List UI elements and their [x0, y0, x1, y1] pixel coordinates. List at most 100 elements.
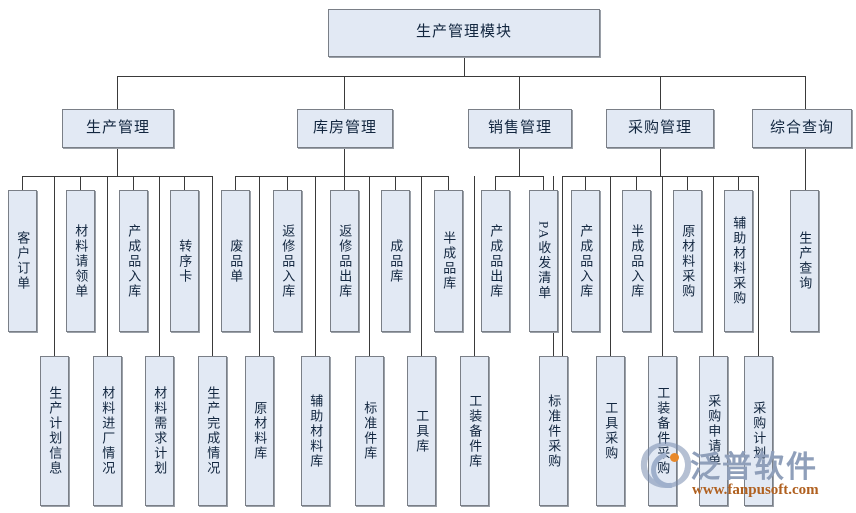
connector-wh-l1 [259, 176, 260, 356]
leaf-purchasing-tool-purchase[interactable]: 工具采购 [596, 356, 625, 506]
connector-wh-l4 [421, 176, 422, 356]
leaf-warehouse-finished-store[interactable]: 成品库 [381, 190, 410, 332]
leaf-label: 产成品入库 [578, 223, 594, 299]
connector-wh-l5 [474, 176, 475, 356]
leaf-purchasing-plan[interactable]: 采购计划 [744, 356, 773, 506]
leaf-label: 采购申请单 [706, 393, 722, 469]
leaf-label: 工装备件采购 [655, 386, 671, 476]
leaf-label: 客户订单 [15, 231, 31, 291]
connector-production-bus [22, 176, 212, 177]
connector-to-warehouse [344, 76, 345, 109]
leaf-warehouse-rework-out[interactable]: 返修品出库 [330, 190, 359, 332]
leaf-purchasing-request-form[interactable]: 采购申请单 [699, 356, 728, 506]
connector-pur-u2 [636, 176, 637, 190]
branch-label-purchasing: 采购管理 [627, 119, 692, 136]
connector-to-query [805, 76, 806, 109]
leaf-warehouse-tooling-spare-store[interactable]: 工装备件库 [460, 356, 489, 506]
leaf-warehouse-aux-material-store[interactable]: 辅助材料库 [301, 356, 330, 506]
root-node-label: 生产管理模块 [415, 24, 512, 41]
connector-query-stem [805, 148, 806, 190]
branch-node-warehouse[interactable]: 库房管理 [297, 109, 393, 148]
branch-label-production: 生产管理 [85, 119, 150, 136]
leaf-label: 生产查询 [797, 231, 813, 291]
leaf-production-material-demand-plan[interactable]: 材料需求计划 [145, 356, 174, 506]
leaf-warehouse-tool-store[interactable]: 工具库 [407, 356, 436, 506]
connector-pur-u1 [585, 176, 586, 190]
connector-pur-u3 [687, 176, 688, 190]
connector-purchasing-bus [562, 176, 758, 177]
connector-sales-u1 [495, 176, 496, 190]
connector-sales-u2 [543, 176, 544, 190]
leaf-query-production-query[interactable]: 生产查询 [790, 190, 819, 332]
leaf-warehouse-semi-finished-store[interactable]: 半成品库 [434, 190, 463, 332]
connector-pur-l3 [713, 176, 714, 356]
leaf-label: 半成品入库 [629, 223, 645, 299]
branch-label-query: 综合查询 [769, 119, 834, 136]
leaf-label: PA收发清单 [536, 221, 552, 301]
leaf-label: 原材料库 [252, 401, 268, 461]
leaf-label: 半成品库 [441, 231, 457, 291]
leaf-warehouse-raw-material-store[interactable]: 原材料库 [245, 356, 274, 506]
leaf-label: 工装备件库 [467, 393, 483, 469]
branch-label-sales: 销售管理 [487, 119, 552, 136]
connector-wh-u2 [287, 176, 288, 190]
connector-sales-bus [495, 176, 543, 177]
branch-node-query[interactable]: 综合查询 [752, 109, 852, 148]
leaf-label: 标准件库 [362, 401, 378, 461]
root-node-production-module[interactable]: 生产管理模块 [328, 9, 600, 57]
branch-node-purchasing[interactable]: 采购管理 [606, 109, 714, 148]
connector-prod-l2 [107, 176, 108, 356]
leaf-purchasing-aux-material-purchase[interactable]: 辅助材料采购 [724, 190, 753, 332]
leaf-purchasing-raw-material-purchase[interactable]: 原材料采购 [673, 190, 702, 332]
connector-warehouse-bus [235, 176, 448, 177]
leaf-label: 生产计划信息 [47, 386, 63, 476]
leaf-production-completion-status[interactable]: 生产完成情况 [198, 356, 227, 506]
leaf-warehouse-scrap-note[interactable]: 废品单 [221, 190, 250, 332]
connector-wh-u1 [235, 176, 236, 190]
connector-prod-u2 [80, 176, 81, 190]
leaf-label: 废品单 [228, 238, 244, 284]
leaf-sales-standard-parts-purchase[interactable]: 标准件采购 [539, 356, 568, 506]
leaf-purchasing-tooling-spare-purchase[interactable]: 工装备件采购 [648, 356, 677, 506]
connector-prod-u4 [184, 176, 185, 190]
leaf-label: 返修品出库 [337, 223, 353, 299]
leaf-label: 辅助材料库 [308, 393, 324, 469]
leaf-purchasing-finished-goods-in[interactable]: 产成品入库 [571, 190, 600, 332]
leaf-sales-pa-delivery-list[interactable]: PA收发清单 [529, 190, 558, 332]
leaf-label: 产成品出库 [488, 223, 504, 299]
connector-warehouse-stem [344, 148, 345, 176]
connector-wh-l2 [315, 176, 316, 356]
connector-level1-bus [117, 76, 805, 77]
connector-to-production [117, 76, 118, 109]
connector-wh-u5 [448, 176, 449, 190]
connector-prod-l4 [212, 176, 213, 356]
connector-prod-l1 [54, 176, 55, 356]
leaf-warehouse-standard-parts-store[interactable]: 标准件库 [355, 356, 384, 506]
connector-sales-stem [519, 148, 520, 176]
leaf-label: 原材料采购 [680, 223, 696, 299]
connector-pur-l4 [758, 176, 759, 356]
connector-root-down [464, 57, 465, 76]
leaf-label: 产成品入库 [126, 223, 142, 299]
leaf-label: 材料需求计划 [152, 386, 168, 476]
leaf-warehouse-rework-in[interactable]: 返修品入库 [273, 190, 302, 332]
connector-prod-u3 [133, 176, 134, 190]
branch-node-sales[interactable]: 销售管理 [468, 109, 572, 148]
leaf-sales-finished-goods-out[interactable]: 产成品出库 [481, 190, 510, 332]
leaf-production-finished-goods-in[interactable]: 产成品入库 [119, 190, 148, 332]
leaf-production-transfer-card[interactable]: 转序卡 [170, 190, 199, 332]
branch-node-production[interactable]: 生产管理 [62, 109, 174, 148]
connector-pur-l0 [562, 176, 563, 356]
connector-to-purchasing [660, 76, 661, 109]
connector-prod-l3 [159, 176, 160, 356]
leaf-purchasing-semi-finished-in[interactable]: 半成品入库 [622, 190, 651, 332]
leaf-production-material-arrival[interactable]: 材料进厂情况 [93, 356, 122, 506]
leaf-label: 工具库 [414, 408, 430, 454]
leaf-label: 采购计划 [751, 401, 767, 461]
connector-prod-u1 [22, 176, 23, 190]
leaf-production-plan-info[interactable]: 生产计划信息 [40, 356, 69, 506]
branch-label-warehouse: 库房管理 [312, 119, 377, 136]
leaf-label: 生产完成情况 [205, 386, 221, 476]
leaf-production-customer-order[interactable]: 客户订单 [8, 190, 37, 332]
leaf-production-material-requisition[interactable]: 材料请领单 [66, 190, 95, 332]
